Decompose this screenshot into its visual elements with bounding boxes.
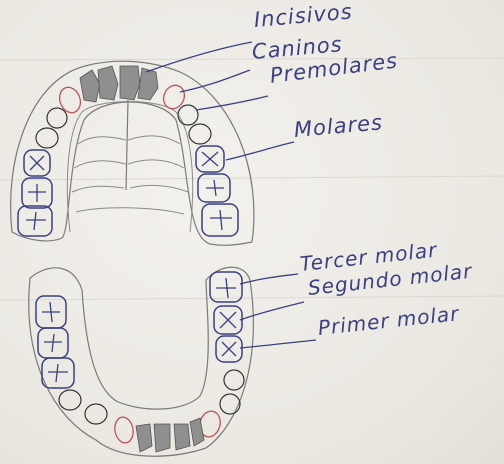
lower-molars <box>36 272 242 388</box>
palatal-rugae <box>72 136 188 214</box>
lower-incisors <box>136 418 204 452</box>
palate-midline <box>126 100 128 190</box>
upper-arch <box>11 61 254 245</box>
pointer-incisivos <box>146 42 252 72</box>
pointer-premolares <box>196 96 268 110</box>
pointer-segundo-molar <box>240 302 304 320</box>
pointer-tercer-molar <box>240 274 298 284</box>
pointer-molares <box>226 142 294 160</box>
lower-premolars <box>59 370 244 424</box>
lower-arch <box>29 267 254 456</box>
upper-molars <box>18 146 238 236</box>
pointer-primer-molar <box>240 340 316 348</box>
pointer-caninos <box>180 70 250 92</box>
palate <box>67 102 192 233</box>
